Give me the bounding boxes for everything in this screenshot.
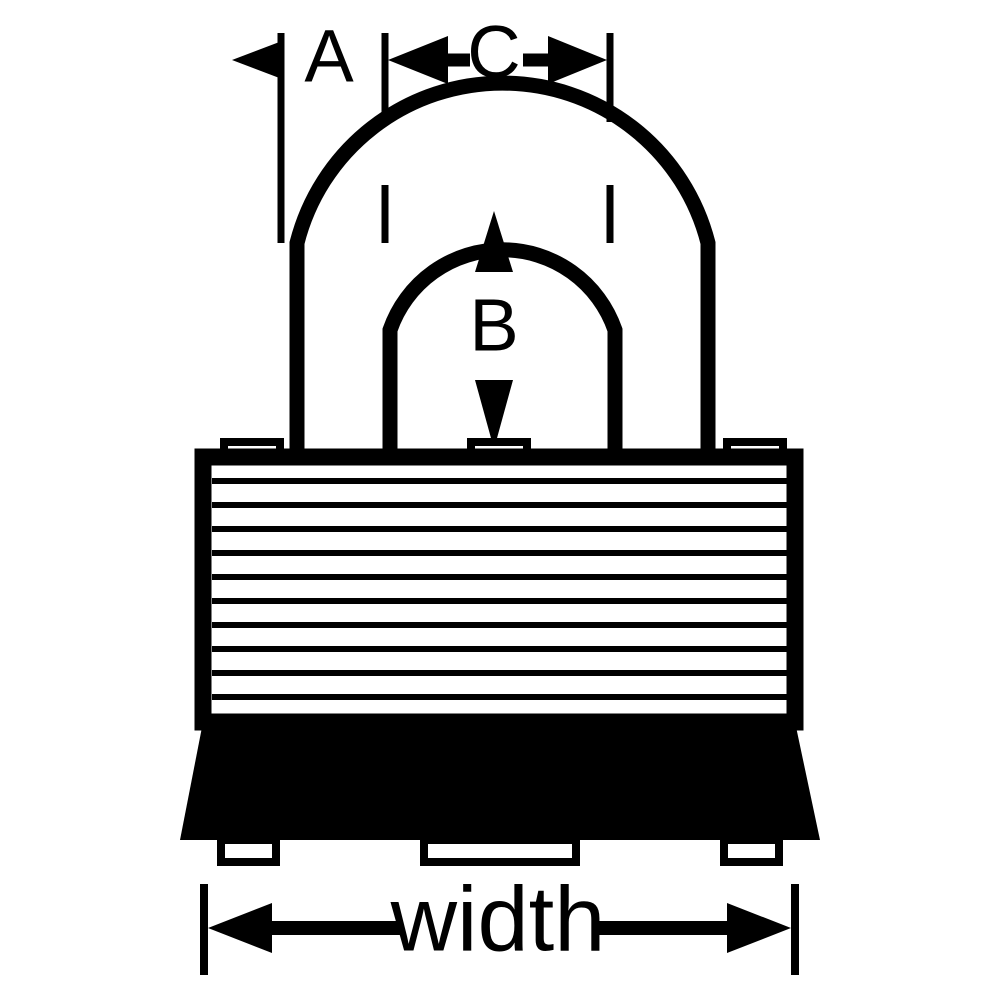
dimension-b: B — [469, 211, 519, 449]
dimension-c-arrowhead-left — [388, 36, 448, 84]
lock-body — [194, 448, 804, 731]
dimension-width-arrowhead-right — [727, 903, 791, 953]
dimension-width: width — [200, 868, 799, 975]
lock-body-laminations — [212, 478, 787, 700]
dimension-width-arrowhead-left — [208, 903, 272, 953]
lock-body-outline — [194, 448, 804, 731]
body-bottom-tab-left — [217, 836, 280, 866]
body-bottom-tab-right — [720, 836, 783, 866]
body-bottom-tabs — [217, 836, 783, 866]
dimension-b-label: B — [469, 284, 518, 367]
lock-bumper-shape — [180, 722, 820, 840]
dimension-a: A — [232, 15, 354, 98]
dimension-width-label: width — [390, 868, 606, 970]
dimension-a-arrowhead-left — [232, 41, 282, 79]
dimension-a-label: A — [304, 15, 354, 98]
body-bottom-tab-center — [420, 836, 580, 866]
dimension-c-arrowhead-right — [548, 36, 607, 84]
dimension-b-arrowhead-up — [475, 211, 513, 272]
shackle-outer-outline — [289, 75, 716, 458]
dimension-b-arrowhead-down — [475, 380, 513, 449]
lock-bumper — [180, 722, 820, 840]
